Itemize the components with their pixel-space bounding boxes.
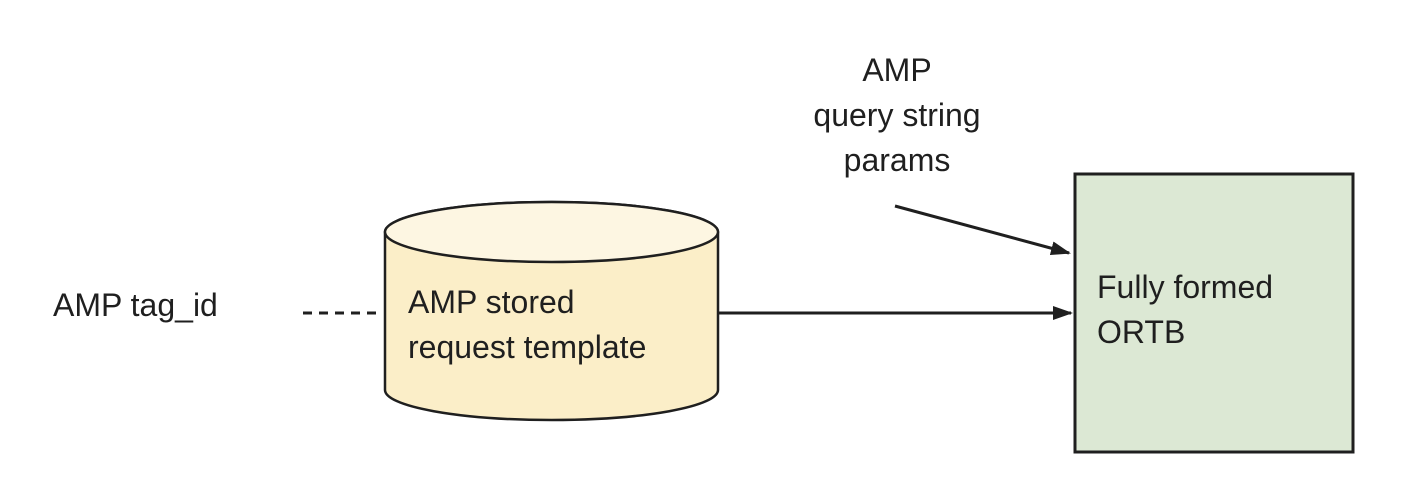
arrow-params-to-box: [894, 204, 1071, 256]
cylinder-top-ellipse: [383, 200, 720, 264]
query-params-label: AMP query string params: [813, 52, 981, 178]
amp-tag-id-label: AMP tag_id: [53, 287, 218, 323]
cylinder-label: AMP stored request template: [408, 284, 647, 365]
cylinder-shape: [383, 200, 720, 422]
output-box-label: Fully formed ORTB: [1097, 269, 1274, 350]
output-box-shape: [1073, 172, 1355, 454]
